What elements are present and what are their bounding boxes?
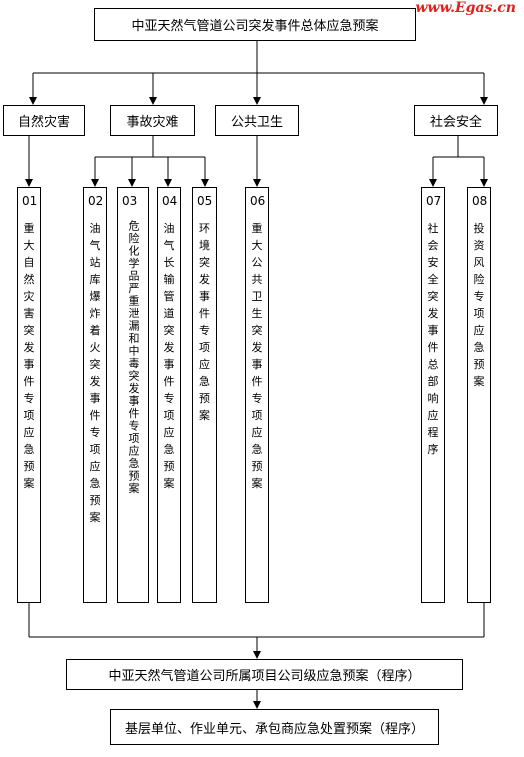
category-label: 自然灾害 [17,115,70,130]
plan-title: 重大公共卫生突发事件专项应急预案 [251,222,263,490]
plan-title: 油气长输管道突发事件专项应急预案 [163,222,175,490]
plan-title: 油气站库爆炸着火突发事件专项应急预案 [89,222,101,524]
grassroots-plan-label: 基层单位、作业单元、承包商应急处置预案（程序） [124,721,424,737]
overall-plan-box: 中亚天然气管道公司突发事件总体应急预案 [94,8,416,41]
category-natural-disaster: 自然灾害 [3,105,85,136]
project-company-plan-label: 中亚天然气管道公司所属项目公司级应急预案（程序） [108,669,421,684]
plan-number: 02 [88,194,104,208]
plan-title: 社会安全突发事件总部响应程序 [427,222,439,456]
plan-box-04: 04 油气长输管道突发事件专项应急预案 [157,187,181,603]
plan-number: 08 [472,194,488,208]
plan-box-03: 03 危险化学品严重泄漏和中毒突发事件专项应急预案 [117,187,149,603]
project-company-plan-box: 中亚天然气管道公司所属项目公司级应急预案（程序） [66,659,463,690]
plan-number: 06 [250,194,266,208]
plan-box-07: 07 社会安全突发事件总部响应程序 [421,187,445,603]
plan-title: 环境突发事件专项应急预案 [199,222,210,422]
category-social-security: 社会安全 [414,105,498,136]
watermark: www.Egas.cn [415,0,516,16]
plan-number: 05 [197,194,213,208]
overall-plan-label: 中亚天然气管道公司突发事件总体应急预案 [131,19,379,34]
category-label: 事故灾难 [126,115,179,130]
category-public-health: 公共卫生 [215,105,299,136]
plan-box-02: 02 油气站库爆炸着火突发事件专项应急预案 [83,187,107,603]
plan-box-08: 08 投资风险专项应急预案 [467,187,491,603]
plan-title: 投资风险专项应急预案 [473,222,485,388]
plan-number: 04 [162,194,178,208]
plan-title: 重大自然灾害突发事件专项应急预案 [23,222,35,490]
category-label: 社会安全 [429,115,482,130]
plan-number: 07 [426,194,442,208]
category-accident: 事故灾难 [110,105,195,136]
grassroots-plan-box: 基层单位、作业单元、承包商应急处置预案（程序） [110,709,439,745]
plan-number: 03 [122,194,138,208]
plan-box-01: 01 重大自然灾害突发事件专项应急预案 [17,187,41,603]
plan-box-05: 05 环境突发事件专项应急预案 [192,187,217,603]
plan-number: 01 [22,194,38,208]
plan-box-06: 06 重大公共卫生突发事件专项应急预案 [245,187,269,603]
plan-title: 危险化学品严重泄漏和中毒突发事件专项应急预案 [127,220,140,495]
category-label: 公共卫生 [230,115,283,130]
